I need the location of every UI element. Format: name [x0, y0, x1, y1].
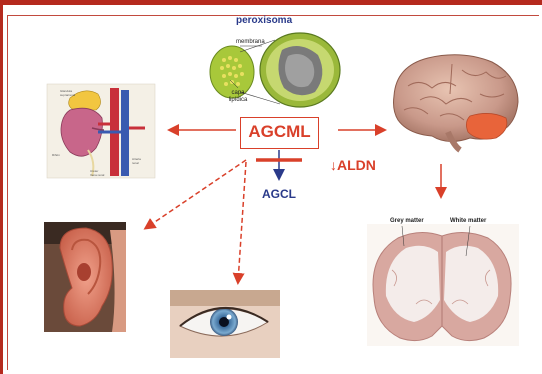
- lipid-layer-label: capa lipídica: [223, 90, 253, 104]
- white-matter-label: White matter: [450, 218, 486, 224]
- agcl-label: AGCL: [262, 187, 296, 201]
- grey-matter-label: Grey matter: [390, 218, 424, 224]
- arrow-to-ear: [146, 160, 246, 228]
- svg-text:suprarrenal: suprarrenal: [60, 93, 76, 97]
- aldn-label: ↓ALDN: [330, 157, 376, 173]
- svg-text:Riñón: Riñón: [52, 153, 60, 157]
- eye-photo: [170, 290, 280, 358]
- brain-coronal-section: [367, 224, 519, 346]
- kidney-adrenal-illustration: Glándula suprarrenal Riñón Uréter Vena r…: [47, 84, 155, 178]
- arrow-to-eye: [238, 162, 246, 282]
- svg-text:Vena renal: Vena renal: [90, 173, 105, 177]
- peroxisome-title: peroxisoma: [236, 15, 292, 26]
- ear-photo: [44, 222, 126, 332]
- svg-text:renal: renal: [132, 161, 139, 165]
- membrane-label: membrana: [236, 39, 265, 45]
- brain-illustration: [394, 55, 519, 150]
- agcml-label: AGCML: [240, 122, 319, 142]
